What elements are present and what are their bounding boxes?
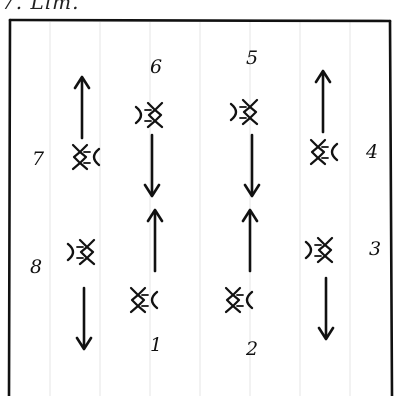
- symbol-1: [129, 286, 159, 314]
- symbol-5: [229, 98, 259, 126]
- label-4: 4: [366, 141, 379, 163]
- label-2: 2: [246, 338, 259, 360]
- symbol-2: [224, 286, 254, 314]
- arrow-up-col4-top: [314, 69, 332, 134]
- arrow-down-col4-bottom: [317, 276, 335, 341]
- symbol-4: [309, 138, 339, 166]
- label-7: 7: [32, 148, 45, 170]
- symbol-7: [71, 143, 101, 171]
- partial-header-text: 7. Lim.: [2, 0, 80, 14]
- symbol-3: [304, 236, 334, 264]
- label-6: 6: [150, 56, 163, 78]
- frame-border: [7, 18, 394, 396]
- arrow-down-col2-top: [143, 133, 161, 198]
- label-1: 1: [150, 334, 163, 356]
- label-5: 5: [246, 47, 259, 69]
- arrow-up-col1-top: [73, 75, 91, 140]
- label-8: 8: [30, 256, 43, 278]
- ruled-lines: [49, 22, 351, 396]
- symbol-6: [134, 101, 164, 129]
- symbol-8: [66, 238, 96, 266]
- arrow-up-col3-bottom: [241, 208, 259, 273]
- label-3: 3: [369, 238, 382, 260]
- arrow-down-col1-bottom: [75, 286, 93, 351]
- arrow-down-col3-top: [243, 133, 261, 198]
